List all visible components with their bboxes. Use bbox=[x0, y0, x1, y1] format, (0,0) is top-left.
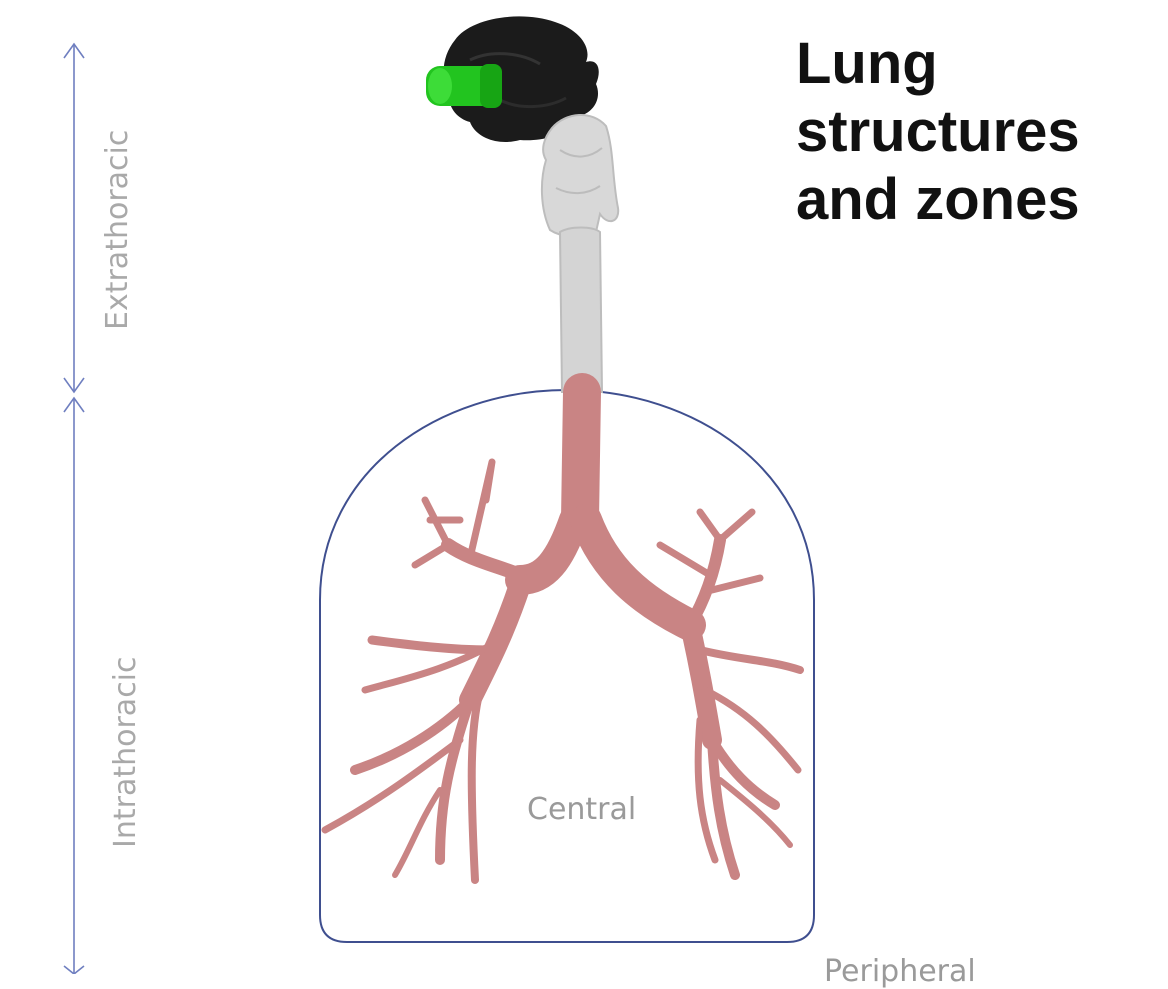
peripheral-label: Peripheral bbox=[824, 954, 976, 989]
extrathoracic-label: Extrathoracic bbox=[100, 130, 135, 330]
title-line-3: and zones bbox=[796, 166, 1156, 234]
title-line-1: Lung bbox=[796, 30, 1156, 98]
intrathoracic-label: Intrathoracic bbox=[108, 656, 143, 848]
extrathoracic-arrow bbox=[64, 44, 84, 392]
trachea-upper bbox=[560, 228, 602, 393]
title-line-2: structures bbox=[796, 98, 1156, 166]
mouthpiece bbox=[426, 64, 502, 108]
intrathoracic-arrow bbox=[64, 398, 84, 974]
diagram-title: Lung structures and zones bbox=[796, 30, 1156, 234]
larynx bbox=[542, 115, 618, 236]
central-label: Central bbox=[527, 792, 636, 827]
